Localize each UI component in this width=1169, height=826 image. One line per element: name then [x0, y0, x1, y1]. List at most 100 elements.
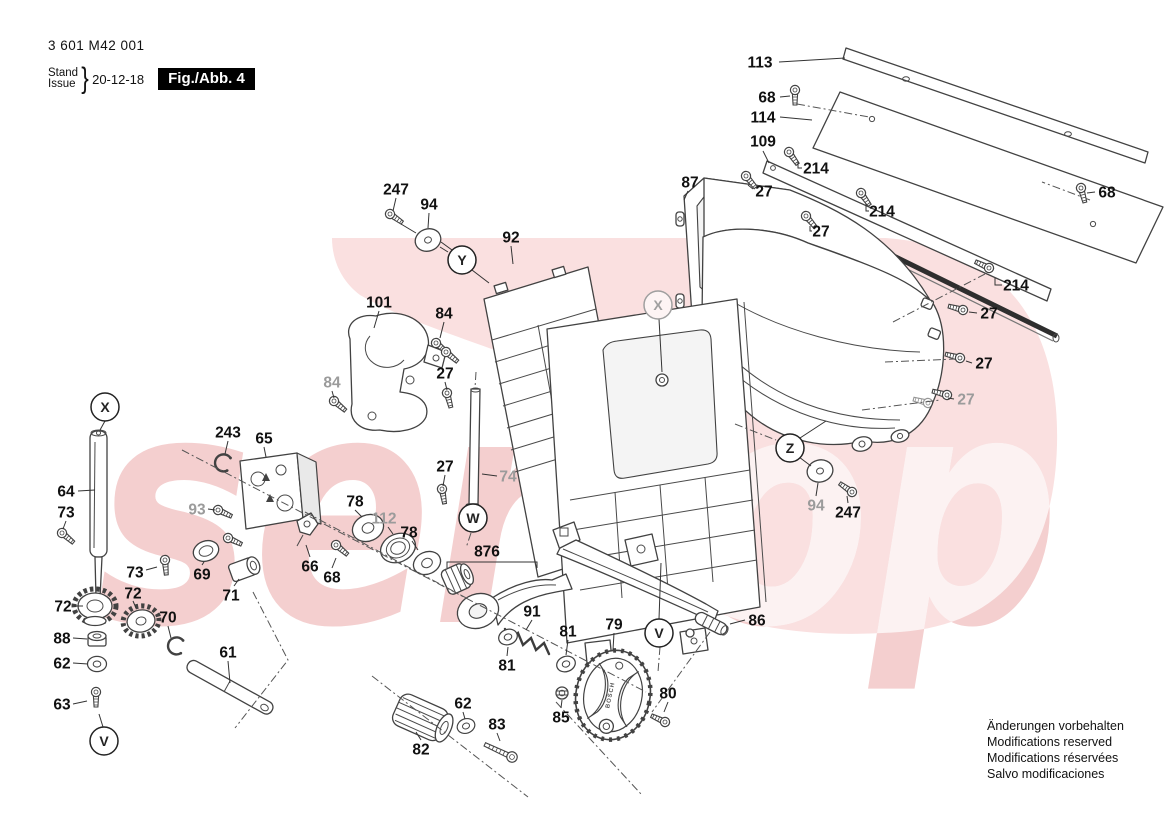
issue-date: 20-12-18 — [92, 71, 145, 87]
leader-line — [442, 474, 446, 487]
part-label-93: 93 — [188, 501, 206, 518]
leader-line — [496, 732, 501, 742]
ref-circle-W: W — [458, 503, 488, 533]
part-label-84: 84 — [435, 305, 453, 322]
ref-circle-V: V — [644, 618, 674, 648]
svg-text:V: V — [99, 733, 109, 749]
leader-line — [1086, 191, 1096, 194]
leader-line — [207, 508, 216, 511]
part-label-214: 214 — [803, 160, 829, 177]
leader-line — [565, 639, 569, 656]
part-label-72: 72 — [124, 585, 141, 602]
part-label-27: 27 — [980, 305, 997, 322]
leader-line — [392, 197, 397, 212]
leader-line — [72, 637, 88, 640]
washer-62a — [86, 655, 108, 673]
leader-line — [227, 660, 231, 684]
part-label-65: 65 — [255, 430, 273, 447]
part-label-63: 63 — [53, 696, 71, 713]
ref-circle-Z: Z — [775, 433, 805, 463]
leader-line — [747, 184, 754, 190]
leader-line — [729, 619, 746, 625]
leader-line — [658, 562, 662, 620]
leader-line — [233, 578, 240, 587]
part-label-247: 247 — [835, 504, 861, 521]
leader-line — [965, 360, 973, 364]
part-label-64: 64 — [57, 483, 75, 500]
leader-line — [797, 162, 802, 169]
leader-line — [72, 700, 88, 705]
part-label-243: 243 — [215, 424, 241, 441]
svg-text:X: X — [653, 297, 663, 313]
part-label-61: 61 — [219, 644, 237, 661]
part-label-70: 70 — [159, 609, 176, 626]
motor-clamp-101 — [348, 312, 447, 433]
leader-line — [263, 446, 267, 458]
leader-line — [762, 150, 770, 164]
part-label-78: 78 — [400, 524, 418, 541]
part-label-876: 876 — [474, 543, 500, 560]
part-label-27: 27 — [975, 355, 992, 372]
leader-line — [415, 731, 422, 741]
handwheel-79: BOSCH — [573, 648, 653, 742]
washer-112 — [379, 532, 417, 564]
leader-line — [683, 190, 689, 201]
part-label-81: 81 — [498, 657, 516, 674]
part-label-68: 68 — [1098, 184, 1116, 201]
part-label-114: 114 — [750, 109, 775, 126]
part-label-27: 27 — [755, 183, 772, 200]
stand-label: Stand — [48, 67, 79, 79]
washer-78b — [412, 550, 442, 576]
part-label-92: 92 — [502, 229, 519, 246]
line-art: BOSCH — [54, 47, 1164, 798]
knurled-nut — [440, 563, 475, 595]
part-label-62: 62 — [53, 655, 70, 672]
note-line-es: Salvo modificaciones — [987, 767, 1105, 781]
svg-text:V: V — [654, 625, 664, 641]
assembly-axes — [181, 223, 986, 798]
leader-line — [968, 311, 978, 314]
leader-line — [865, 204, 869, 212]
nut-85 — [555, 686, 569, 700]
leader-line — [72, 662, 89, 665]
part-label-27: 27 — [436, 365, 453, 382]
leader-line — [444, 381, 448, 391]
leader-line — [167, 625, 172, 639]
screw-247a — [382, 206, 406, 227]
knob-82 — [391, 693, 454, 743]
leader-line — [947, 397, 955, 400]
wheel-brand-text: BOSCH — [605, 682, 616, 709]
part-label-214: 214 — [869, 203, 895, 220]
part-label-74: 74 — [499, 468, 517, 485]
part-number: 3 601 M42 001 — [48, 38, 145, 53]
part-label-73: 73 — [126, 564, 144, 581]
part-label-214: 214 — [1003, 277, 1029, 294]
part-label-72: 72 — [54, 598, 71, 615]
part-label-81: 81 — [559, 623, 577, 640]
ref-circle-X: X — [643, 290, 673, 320]
bevel-gear-72a — [71, 586, 119, 627]
leader-line — [994, 278, 1002, 286]
leader-line — [77, 489, 96, 492]
main-housing-plate — [546, 298, 767, 664]
part-label-73: 73 — [57, 504, 75, 521]
leader-line — [612, 632, 615, 651]
part-label-69: 69 — [193, 566, 211, 583]
note-line-de: Änderungen vorbehalten — [987, 719, 1124, 733]
leader-line — [798, 456, 812, 467]
cover-bar-113 — [842, 47, 1149, 164]
leader-line — [663, 701, 669, 713]
leader-line — [427, 212, 430, 229]
part-label-27: 27 — [812, 223, 829, 240]
part-label-83: 83 — [488, 716, 506, 733]
part-label-94: 94 — [807, 497, 825, 514]
bolt-83 — [482, 739, 520, 765]
leader-line — [799, 420, 827, 439]
leader-line — [331, 557, 337, 569]
leader-line — [525, 619, 533, 631]
svg-text:X: X — [100, 399, 110, 415]
part-label-78: 78 — [346, 493, 364, 510]
part-label-62: 62 — [454, 695, 471, 712]
